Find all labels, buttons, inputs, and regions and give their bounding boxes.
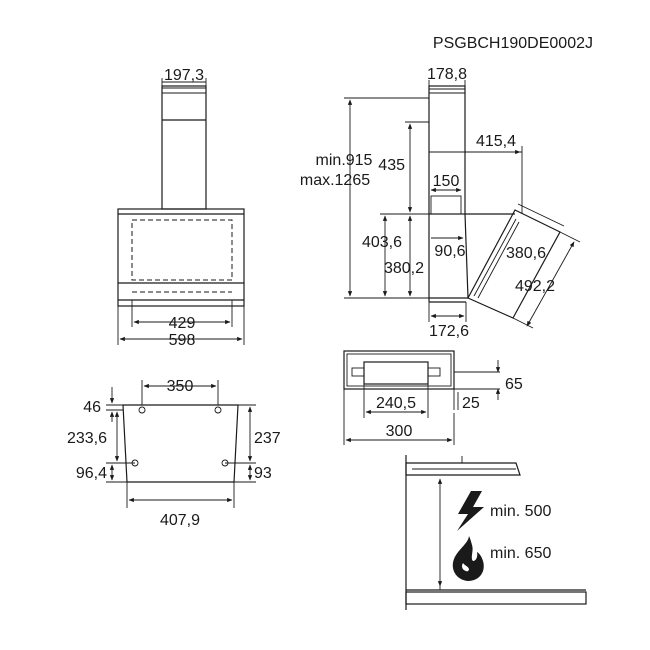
side-depth-total: 415,4 (476, 133, 516, 150)
side-height-min: min.915 (316, 152, 373, 169)
outlet-view: 65 240,5 25 300 (343, 350, 523, 445)
mount-left-lower: 96,4 (76, 465, 107, 482)
mount-right-height: 237 (254, 430, 281, 447)
clearance-view: min. 500 min. 650 (405, 455, 587, 610)
outlet-offset: 25 (462, 395, 480, 412)
mount-hole-spacing: 350 (167, 378, 194, 395)
mount-left-height: 233,6 (67, 430, 107, 447)
side-chimney-height: 435 (378, 157, 405, 174)
outlet-width: 300 (386, 423, 413, 440)
side-outlet-depth: 90,6 (434, 243, 465, 260)
side-height-left: 403,6 (362, 234, 402, 251)
side-glass-length: 492,2 (515, 278, 555, 295)
side-view: 178,8 min.915 max.1265 435 415,4 150 403… (300, 66, 581, 340)
clearance-gas: min. 650 (490, 545, 551, 562)
side-chimney-depth: 178,8 (427, 66, 467, 83)
outlet-opening-width: 240,5 (376, 395, 416, 412)
mount-right-lower: 93 (254, 465, 272, 482)
clearance-electric: min. 500 (490, 503, 551, 520)
outlet-height: 65 (505, 376, 523, 393)
wall-mount-view: 350 46 233,6 237 96,4 93 407,9 (67, 378, 281, 529)
side-height-max: max.1265 (300, 172, 370, 189)
front-total-width: 598 (169, 332, 196, 349)
flame-icon (452, 536, 484, 581)
front-inner-width: 429 (169, 315, 196, 332)
mount-bottom-width: 407,9 (160, 512, 200, 529)
front-chimney-width: 197,3 (164, 67, 204, 84)
mount-top-offset: 46 (83, 399, 101, 416)
side-outlet-offset: 150 (433, 173, 460, 190)
front-view: 197,3 429 598 (117, 67, 245, 349)
side-base-depth: 172,6 (429, 323, 469, 340)
model-code: PSGBCH190DE0002J (433, 35, 593, 52)
lightning-icon (457, 491, 484, 531)
side-height-inner: 380,2 (384, 260, 424, 277)
side-glass-height: 380,6 (506, 245, 546, 262)
